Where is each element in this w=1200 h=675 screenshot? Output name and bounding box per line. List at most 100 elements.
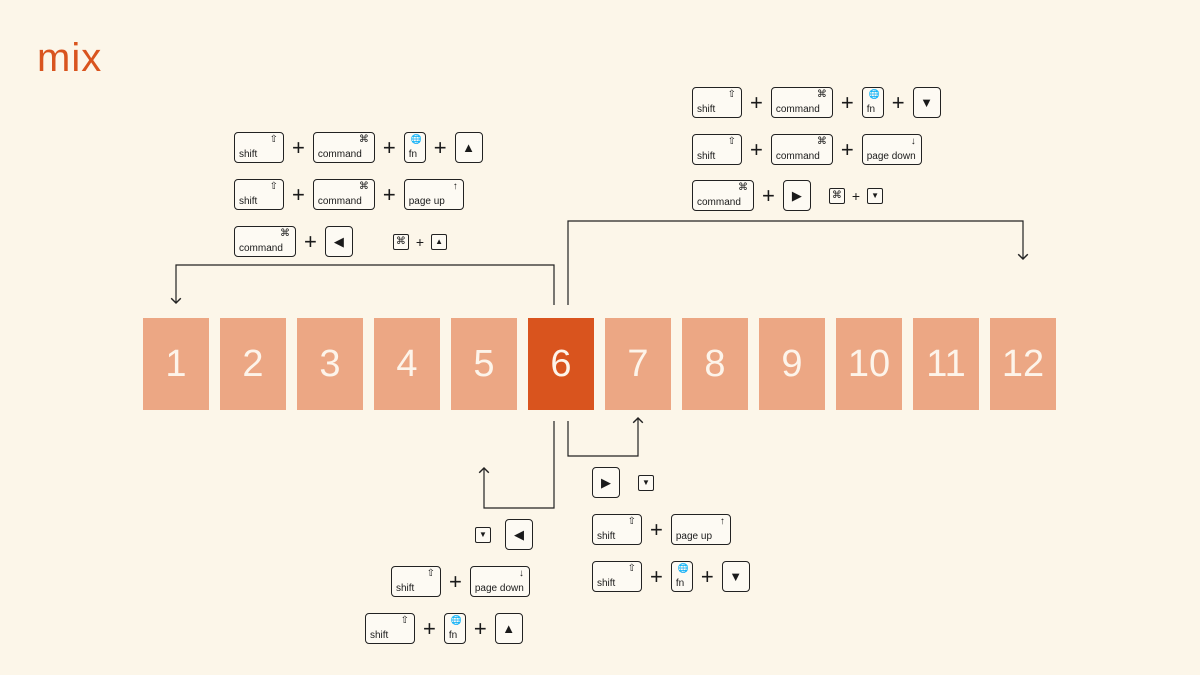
last-slide-shortcut-2: ⇧shift + ⌘command + ↓page down bbox=[692, 134, 922, 165]
shift-key: ⇧shift bbox=[234, 179, 284, 210]
plus-sign: + bbox=[650, 563, 663, 589]
up-arrow-key: ▲ bbox=[494, 613, 523, 644]
slide-11[interactable]: 11 bbox=[913, 318, 979, 410]
fn-key: 🌐fn bbox=[443, 613, 466, 644]
slide-12[interactable]: 12 bbox=[990, 318, 1056, 410]
slide-5[interactable]: 5 bbox=[451, 318, 517, 410]
slide-7[interactable]: 7 bbox=[605, 318, 671, 410]
slide-2[interactable]: 2 bbox=[220, 318, 286, 410]
down-arrow-mini-key: ▼ bbox=[638, 474, 654, 491]
up-arrow-icon: ▲ bbox=[502, 621, 516, 636]
fn-key: 🌐fn bbox=[403, 132, 426, 163]
shift-icon: ⇧ bbox=[269, 181, 278, 192]
left-arrow-key: ◀ bbox=[324, 226, 353, 257]
fn-key: 🌐fn bbox=[670, 561, 693, 592]
slide-3[interactable]: 3 bbox=[297, 318, 363, 410]
globe-icon: 🌐 bbox=[450, 615, 462, 625]
up-icon: ↑ bbox=[452, 181, 458, 192]
shift-icon: ⇧ bbox=[627, 563, 636, 574]
last-slide-shortcut-3: ⌘command + ▶ ⌘ + ▼ bbox=[692, 180, 884, 211]
plus-sign: + bbox=[762, 182, 775, 208]
shift-key: ⇧shift bbox=[692, 87, 742, 118]
plus-sign: + bbox=[423, 615, 436, 641]
command-icon: ⌘ bbox=[358, 181, 369, 192]
left-arrow-key: ◀ bbox=[505, 519, 533, 550]
slide-8[interactable]: 8 bbox=[682, 318, 748, 410]
up-arrow-key: ▲ bbox=[454, 132, 483, 163]
command-key: ⌘command bbox=[312, 179, 375, 210]
slide-4[interactable]: 4 bbox=[374, 318, 440, 410]
slide-9[interactable]: 9 bbox=[759, 318, 825, 410]
command-icon: ⌘ bbox=[738, 182, 748, 193]
up-arrow-icon: ▲ bbox=[435, 237, 443, 246]
right-arrow-key: ▶ bbox=[592, 467, 620, 498]
plus-sign: + bbox=[292, 134, 305, 160]
first-slide-shortcut-1: ⇧shift + ⌘command + 🌐fn + ▲ bbox=[234, 132, 483, 163]
command-key: ⌘command bbox=[692, 180, 754, 211]
shift-icon: ⇧ bbox=[727, 89, 736, 100]
right-arrow-key: ▶ bbox=[782, 180, 811, 211]
up-arrow-mini-key: ▲ bbox=[431, 233, 448, 250]
arrow-to-first-slide bbox=[170, 264, 555, 305]
plus-sign: + bbox=[382, 181, 396, 207]
slide-1[interactable]: 1 bbox=[143, 318, 209, 410]
down-arrow-key: ▼ bbox=[912, 87, 941, 118]
command-icon: ⌘ bbox=[358, 134, 369, 145]
down-icon: ↓ bbox=[518, 568, 524, 579]
command-icon: ⌘ bbox=[816, 89, 827, 100]
plus-sign: + bbox=[304, 228, 317, 254]
right-arrow-icon: ▶ bbox=[791, 187, 802, 203]
down-arrow-icon: ▼ bbox=[479, 530, 487, 539]
slide-10[interactable]: 10 bbox=[836, 318, 902, 410]
prev-slide-shortcut-2: ⇧shift + ↓page down bbox=[391, 566, 530, 597]
page-down-key: ↓page down bbox=[861, 134, 922, 165]
down-arrow-mini-key: ▼ bbox=[867, 187, 884, 204]
fn-key: 🌐fn bbox=[861, 87, 884, 118]
slide-strip: 1 2 3 4 5 6 7 8 9 10 11 12 bbox=[143, 318, 1056, 410]
plus-sign: + bbox=[840, 136, 854, 162]
plus-sign: + bbox=[891, 89, 905, 115]
plus-sign: + bbox=[433, 134, 447, 160]
plus-sign: + bbox=[840, 89, 854, 115]
down-arrow-key: ▼ bbox=[721, 561, 750, 592]
arrow-to-next-slide bbox=[567, 416, 644, 457]
globe-icon: 🌐 bbox=[677, 563, 689, 573]
page-up-key: ↑page up bbox=[403, 179, 464, 210]
down-arrow-mini-key: ▼ bbox=[475, 526, 491, 543]
down-arrow-icon: ▼ bbox=[920, 95, 934, 110]
command-key: ⌘command bbox=[312, 132, 375, 163]
shift-key: ⇧shift bbox=[365, 613, 415, 644]
command-key: ⌘command bbox=[770, 134, 833, 165]
command-icon: ⌘ bbox=[280, 228, 290, 239]
plus-sign: + bbox=[449, 568, 462, 594]
down-arrow-icon: ▼ bbox=[642, 478, 650, 487]
shift-key: ⇧shift bbox=[234, 132, 284, 163]
command-icon: ⌘ bbox=[831, 190, 842, 201]
up-icon: ↑ bbox=[719, 516, 725, 527]
left-arrow-icon: ◀ bbox=[514, 526, 524, 542]
next-slide-shortcut-2: ⇧shift + ↑page up bbox=[592, 514, 731, 545]
next-slide-shortcut-3: ⇧shift + 🌐fn + ▼ bbox=[592, 561, 750, 592]
command-icon: ⌘ bbox=[816, 136, 827, 147]
globe-icon: 🌐 bbox=[868, 89, 880, 99]
left-arrow-icon: ◀ bbox=[333, 233, 344, 249]
plus-sign: + bbox=[700, 563, 714, 589]
plus-sign: + bbox=[473, 615, 487, 641]
down-icon: ↓ bbox=[910, 136, 916, 147]
last-slide-shortcut-1: ⇧shift + ⌘command + 🌐fn + ▼ bbox=[692, 87, 941, 118]
plus-sign: + bbox=[650, 516, 663, 542]
shift-icon: ⇧ bbox=[269, 134, 278, 145]
command-key: ⌘command bbox=[770, 87, 833, 118]
command-icon: ⌘ bbox=[395, 236, 406, 247]
shift-icon: ⇧ bbox=[627, 516, 636, 527]
slide-6-active[interactable]: 6 bbox=[528, 318, 594, 410]
shift-icon: ⇧ bbox=[400, 615, 409, 626]
down-arrow-icon: ▼ bbox=[871, 191, 879, 200]
shift-key: ⇧shift bbox=[592, 514, 642, 545]
plus-sign: + bbox=[292, 181, 305, 207]
shift-icon: ⇧ bbox=[426, 568, 435, 579]
plus-sign: + bbox=[415, 233, 425, 250]
arrow-to-prev-slide bbox=[478, 421, 555, 509]
plus-sign: + bbox=[851, 187, 861, 204]
shift-key: ⇧shift bbox=[692, 134, 742, 165]
